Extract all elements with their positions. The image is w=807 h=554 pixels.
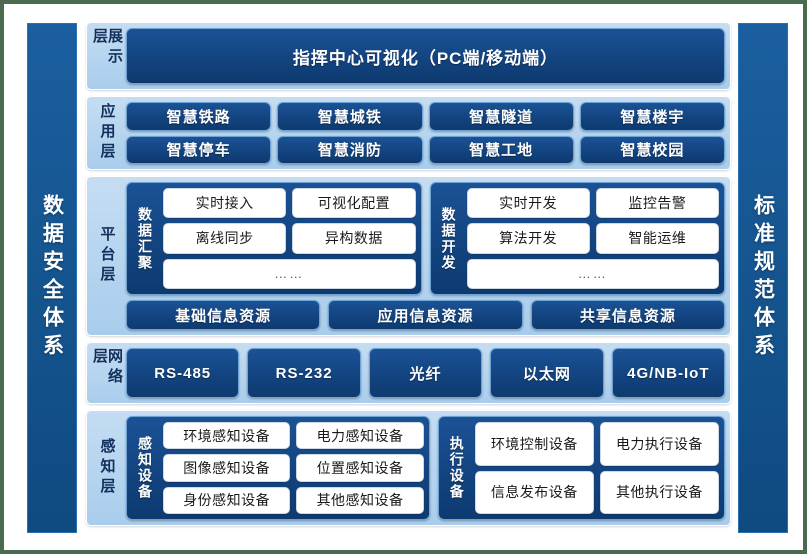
development-monitor-alarm[interactable]: 监控告警: [595, 188, 719, 219]
app-item-smart-construction-site[interactable]: 智慧工地: [428, 135, 574, 164]
layer-perception-label: 感知层: [98, 438, 116, 498]
app-item-smart-building[interactable]: 智慧楼宇: [579, 102, 725, 131]
layer-perception: 感知层 感知设备 环境感知设备 电力感知设备 图像感知设备: [86, 410, 731, 526]
aggregation-ellipsis[interactable]: ……: [163, 258, 416, 289]
group-data-development: 数据开发 实时开发 监控告警 算法开发 智能运维 ……: [429, 182, 725, 295]
aggregation-offline-sync[interactable]: 离线同步: [163, 223, 287, 254]
app-item-smart-fire[interactable]: 智慧消防: [277, 135, 423, 164]
pillar-left-label: 数据安全体系: [40, 194, 64, 362]
sensing-row-1: 环境感知设备 电力感知设备: [163, 422, 424, 450]
network-item-rs232[interactable]: RS-232: [247, 348, 361, 398]
actuator-environment-control-device[interactable]: 环境控制设备: [474, 422, 594, 466]
resource-shared-info[interactable]: 共享信息资源: [530, 300, 725, 330]
pillar-standards: 标准规范体系: [737, 22, 789, 534]
group-sensing-devices-label: 感知设备: [137, 436, 153, 500]
pillar-right-label: 标准规范体系: [751, 194, 775, 362]
layer-platform: 平台层 数据汇聚 实时接入 可视化配置 离线同步 异构: [86, 176, 731, 336]
network-items: RS-485 RS-232 光纤 以太网 4G/NB-IoT: [126, 348, 726, 398]
sensing-other-device[interactable]: 其他感知设备: [296, 486, 424, 514]
resource-basic-info[interactable]: 基础信息资源: [126, 300, 321, 330]
development-realtime-dev[interactable]: 实时开发: [466, 188, 590, 219]
aggregation-realtime-ingest[interactable]: 实时接入: [163, 188, 287, 219]
development-row-more: ……: [466, 258, 719, 289]
actuator-row-2: 信息发布设备 其他执行设备: [474, 470, 719, 514]
actuator-info-publish-device[interactable]: 信息发布设备: [474, 470, 594, 514]
sensing-identity-device[interactable]: 身份感知设备: [163, 486, 291, 514]
layer-network: 网络层 RS-485 RS-232 光纤 以太网 4G/NB-IoT: [86, 342, 731, 404]
sensing-power-device[interactable]: 电力感知设备: [296, 422, 424, 450]
actuator-power-execution-device[interactable]: 电力执行设备: [599, 422, 719, 466]
development-ellipsis[interactable]: ……: [466, 258, 719, 289]
layer-platform-label: 平台层: [98, 226, 116, 286]
aggregation-heterogeneous-data[interactable]: 异构数据: [292, 223, 416, 254]
network-item-ethernet[interactable]: 以太网: [490, 348, 604, 398]
sensing-environment-device[interactable]: 环境感知设备: [163, 422, 291, 450]
actuator-row-1: 环境控制设备 电力执行设备: [474, 422, 719, 466]
network-item-rs485[interactable]: RS-485: [126, 348, 240, 398]
sensing-position-device[interactable]: 位置感知设备: [296, 454, 424, 482]
sensing-row-2: 图像感知设备 位置感知设备: [163, 454, 424, 482]
group-sensing-devices: 感知设备 环境感知设备 电力感知设备 图像感知设备 位置感知设备: [126, 416, 430, 520]
group-data-aggregation-label: 数据汇聚: [137, 206, 153, 271]
display-banner[interactable]: 指挥中心可视化（PC端/移动端）: [126, 28, 725, 84]
resource-application-info[interactable]: 应用信息资源: [328, 300, 523, 330]
layer-stack: 展示层 指挥中心可视化（PC端/移动端） 应用层 智慧铁路 智慧城铁 智慧隧道 …: [86, 22, 731, 534]
app-item-smart-parking[interactable]: 智慧停车: [126, 135, 272, 164]
layer-display-label: 展示层: [91, 28, 123, 68]
group-actuator-devices: 执行设备 环境控制设备 电力执行设备 信息发布设备 其他执行设备: [437, 416, 725, 520]
platform-resource-row: 基础信息资源 应用信息资源 共享信息资源: [126, 300, 725, 330]
group-data-development-label: 数据开发: [440, 206, 457, 271]
aggregation-row-2: 离线同步 异构数据: [163, 223, 416, 254]
development-row-1: 实时开发 监控告警: [466, 188, 719, 219]
group-data-aggregation: 数据汇聚 实时接入 可视化配置 离线同步 异构数据 ……: [126, 182, 422, 295]
group-actuator-devices-label: 执行设备: [448, 436, 465, 500]
aggregation-row-more: ……: [163, 258, 416, 289]
application-row-2: 智慧停车 智慧消防 智慧工地 智慧校园: [126, 135, 725, 164]
pillar-data-security: 数据安全体系: [26, 22, 78, 534]
sensing-row-3: 身份感知设备 其他感知设备: [163, 486, 424, 514]
network-item-4g-nbiot[interactable]: 4G/NB-IoT: [611, 348, 726, 398]
layer-application: 应用层 智慧铁路 智慧城铁 智慧隧道 智慧楼宇 智慧停车 智慧消防 智慧工地 智…: [86, 96, 731, 170]
development-row-2: 算法开发 智能运维: [466, 223, 719, 254]
aggregation-row-1: 实时接入 可视化配置: [163, 188, 416, 219]
aggregation-visual-config[interactable]: 可视化配置: [292, 188, 416, 219]
actuator-other-execution-device[interactable]: 其他执行设备: [599, 470, 719, 514]
development-intelligent-ops[interactable]: 智能运维: [595, 223, 719, 254]
application-row-1: 智慧铁路 智慧城铁 智慧隧道 智慧楼宇: [126, 102, 725, 131]
app-item-smart-urban-rail[interactable]: 智慧城铁: [277, 102, 423, 131]
network-item-fiber[interactable]: 光纤: [368, 348, 483, 398]
layer-display: 展示层 指挥中心可视化（PC端/移动端）: [86, 22, 731, 90]
perception-groups: 感知设备 环境感知设备 电力感知设备 图像感知设备 位置感知设备: [126, 416, 725, 520]
development-algorithm-dev[interactable]: 算法开发: [466, 223, 590, 254]
app-item-smart-railway[interactable]: 智慧铁路: [126, 102, 272, 131]
app-item-smart-campus[interactable]: 智慧校园: [579, 135, 725, 164]
sensing-image-device[interactable]: 图像感知设备: [163, 454, 291, 482]
layer-application-label: 应用层: [98, 103, 116, 163]
layer-network-label: 网络层: [91, 348, 123, 388]
platform-groups: 数据汇聚 实时接入 可视化配置 离线同步 异构数据 ……: [126, 182, 725, 295]
app-item-smart-tunnel[interactable]: 智慧隧道: [428, 102, 574, 131]
